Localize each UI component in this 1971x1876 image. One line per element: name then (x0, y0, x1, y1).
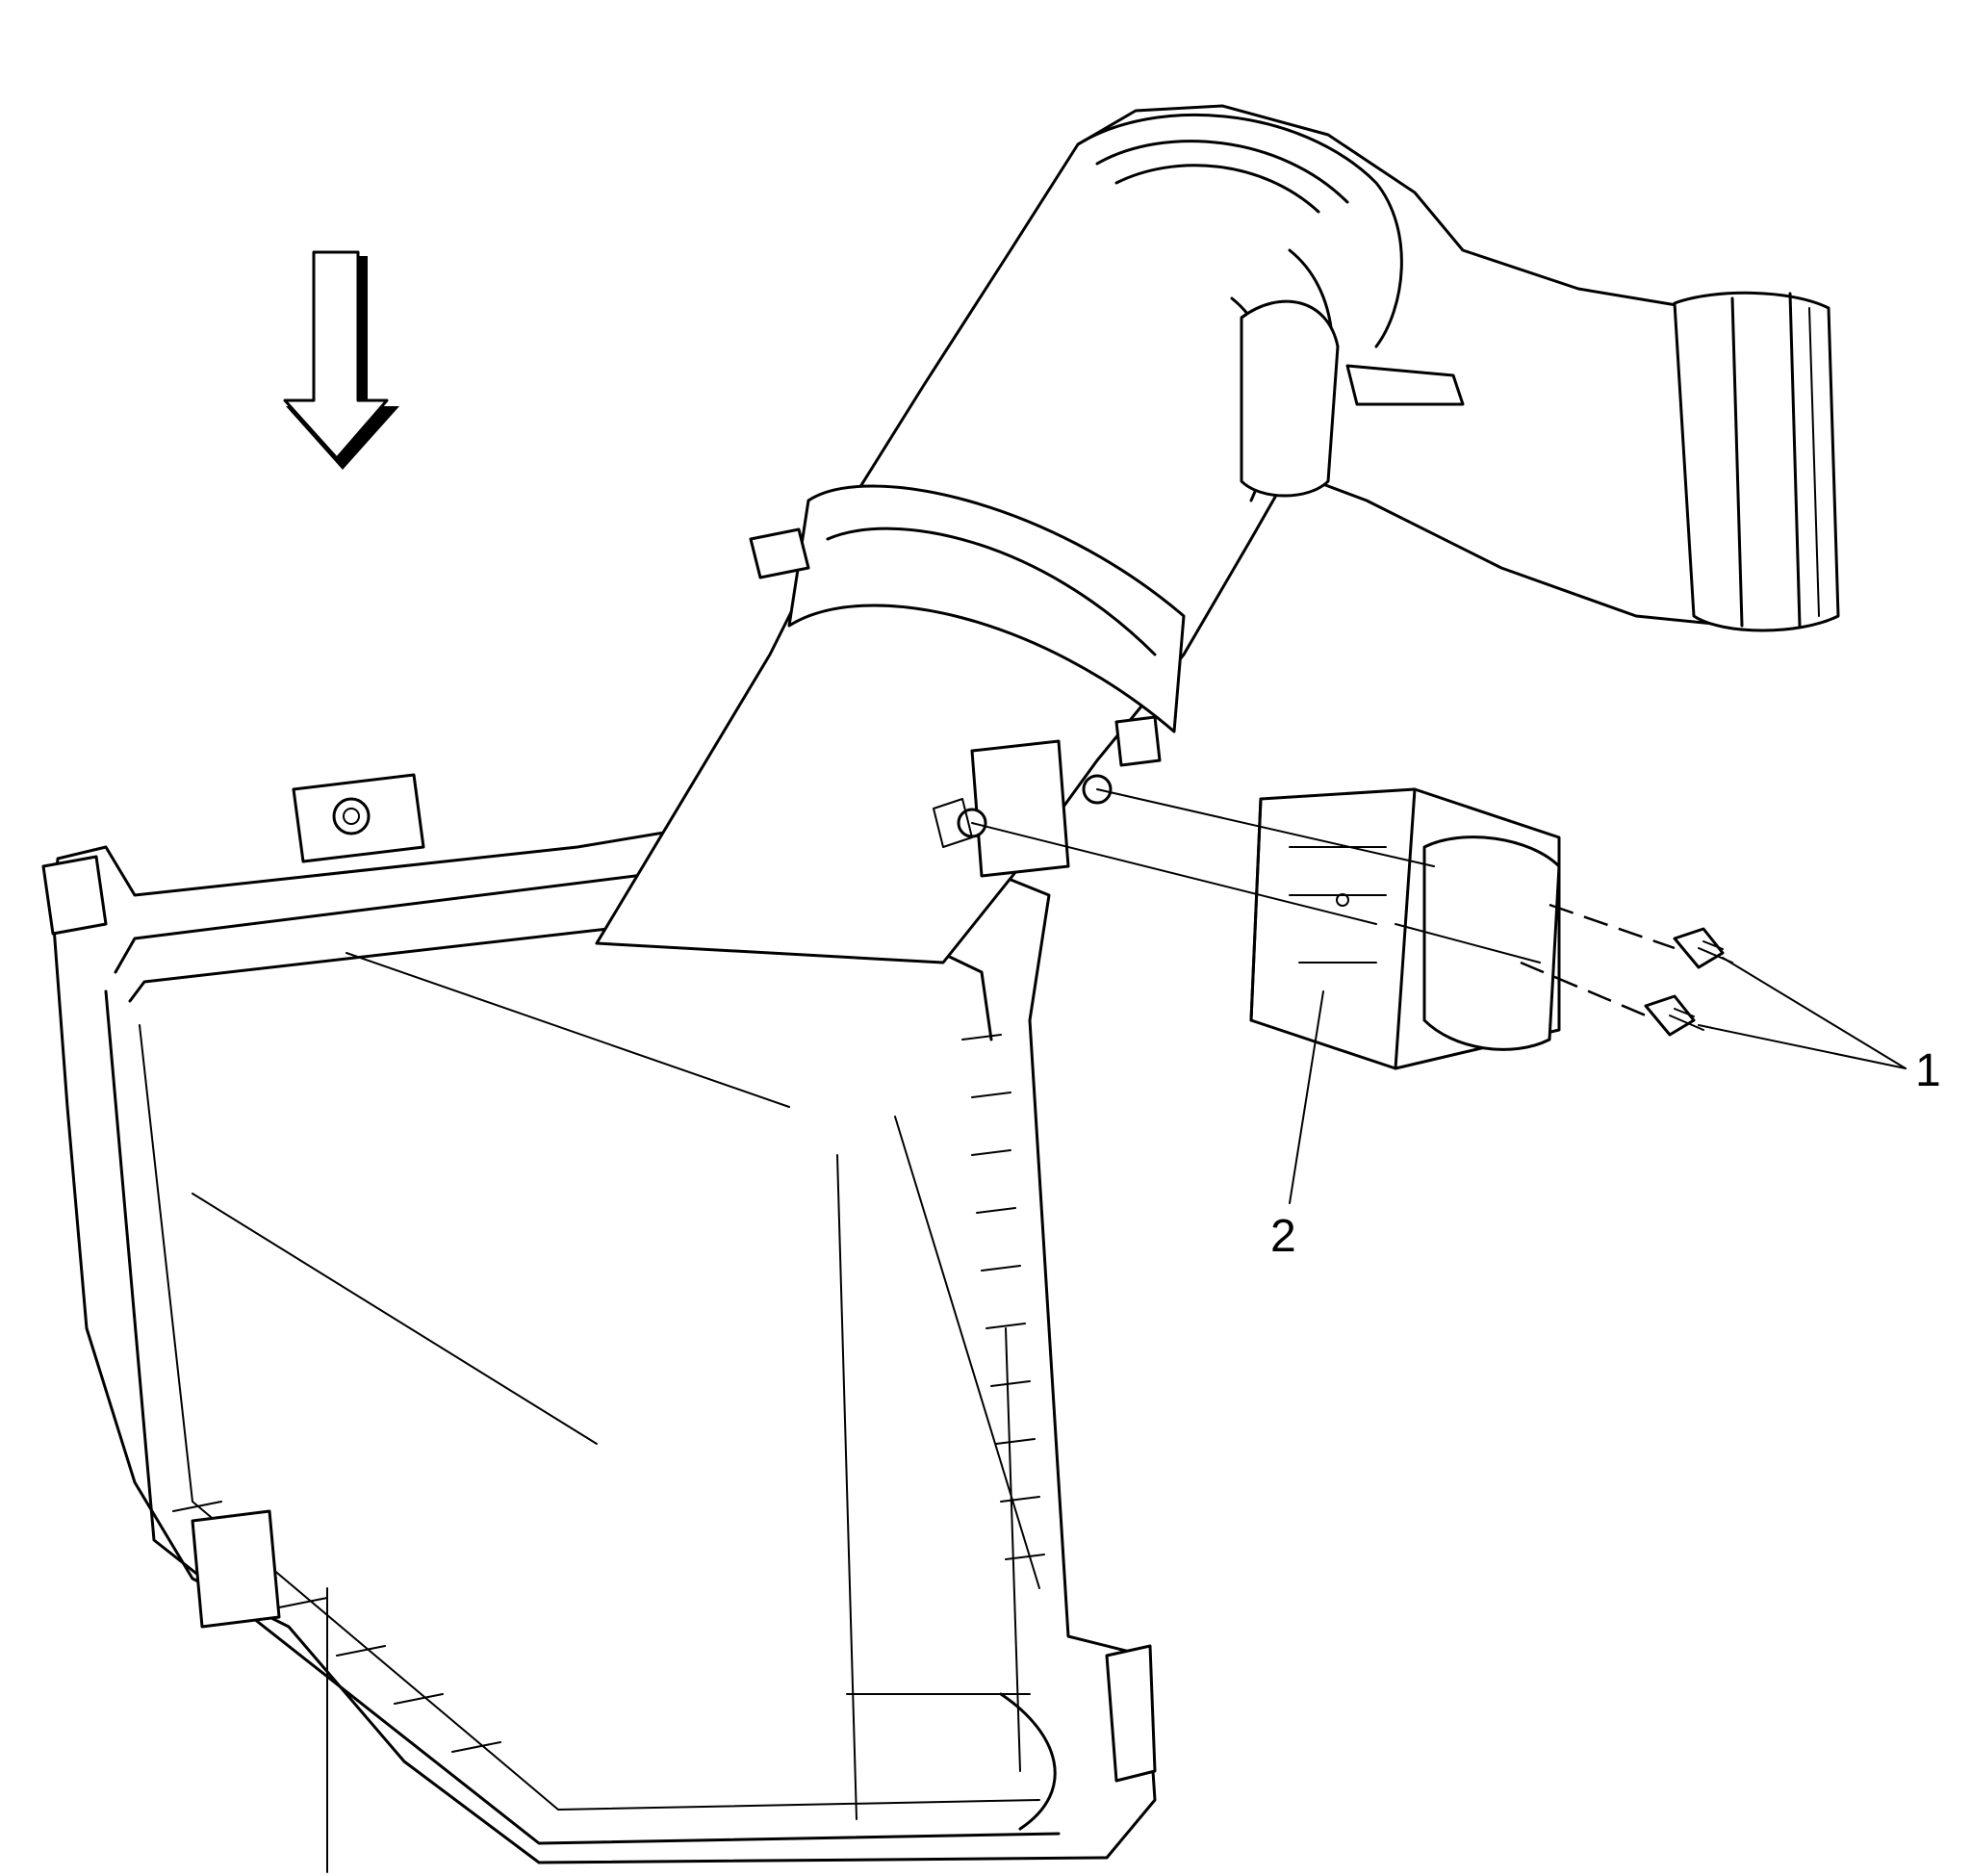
sensor-mount (933, 739, 1541, 964)
view-direction-arrow (283, 250, 399, 470)
air-cleaner-housing (41, 773, 1157, 1864)
screws (1520, 903, 1733, 1037)
callout-2: 2 (1270, 1211, 1296, 1262)
leader-lines (326, 957, 1907, 1873)
callout-1: 1 (1915, 1045, 1941, 1096)
intake-duct (595, 104, 1840, 964)
mass-airflow-sensor (1249, 787, 1561, 1070)
